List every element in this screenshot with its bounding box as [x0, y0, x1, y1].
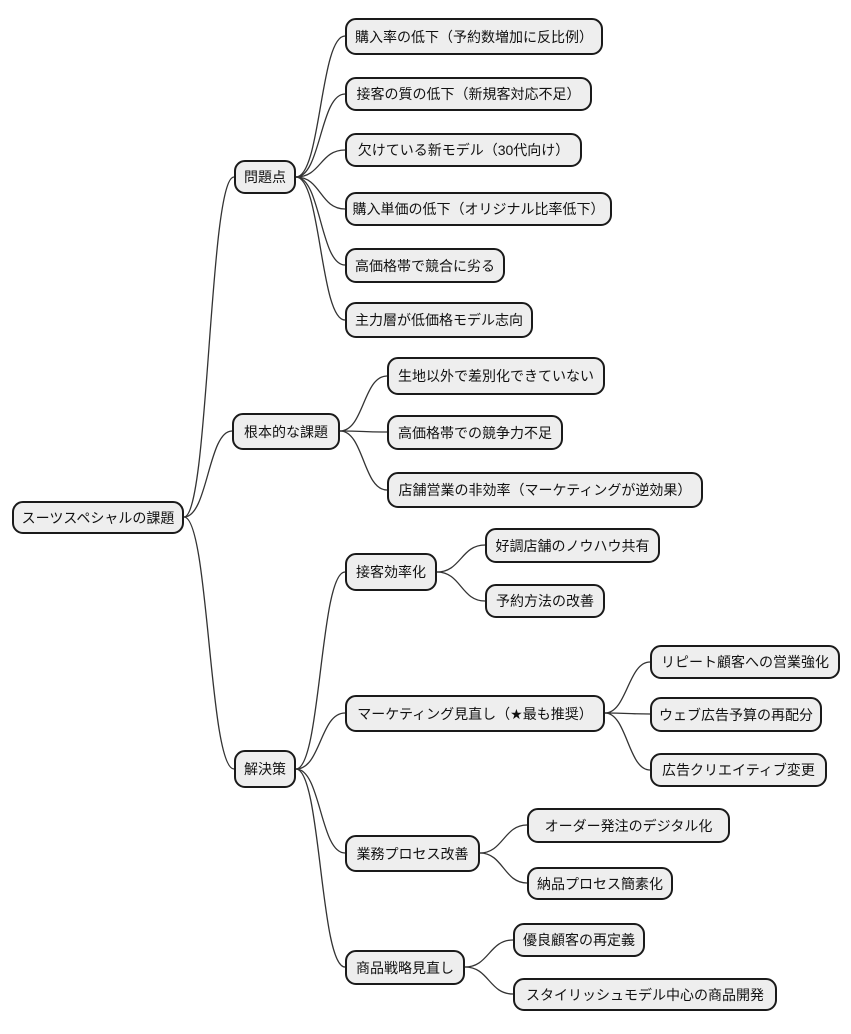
node-label: リピート顧客への営業強化: [661, 654, 829, 670]
node-label: 主力層が低価格モデル志向: [355, 312, 523, 328]
edge-causes-2: [339, 430, 388, 433]
node-label: 接客の質の低下（新規客対応不足）: [356, 86, 581, 102]
node-core-customers-prefer-low-price[interactable]: 主力層が低価格モデル志向: [345, 302, 533, 338]
edge-root-solutions: [183, 516, 235, 770]
node-label: 高価格帯での競争力不足: [398, 424, 552, 441]
edge-problems-6: [295, 176, 346, 321]
node-redefine-premium-customers[interactable]: 優良顧客の再定義: [513, 923, 645, 957]
node-label: 優良顧客の再定義: [523, 932, 635, 948]
node-missing-new-model[interactable]: 欠けている新モデル（30代向け）: [345, 133, 582, 167]
node-digitize-order-placement[interactable]: オーダー発注のデジタル化: [527, 808, 730, 843]
edge-problems-3: [295, 149, 346, 178]
node-label: 解決策: [244, 761, 286, 777]
node-label: スタイリッシュモデル中心の商品開発: [526, 986, 764, 1003]
node-strengthen-repeat-customer-sales[interactable]: リピート顧客への営業強化: [650, 645, 840, 679]
node-label: 根本的な課題: [244, 423, 328, 440]
node-label: スーツスペシャルの課題: [21, 509, 175, 526]
edge-problems-1: [295, 35, 346, 178]
node-losing-in-high-price-range[interactable]: 高価格帯で競合に劣る: [345, 248, 505, 283]
node-label: 好調店舗のノウハウ共有: [495, 537, 650, 554]
edge-solutions-4: [295, 768, 346, 968]
node-no-differentiation-beyond-fabric[interactable]: 生地以外で差別化できていない: [387, 357, 605, 395]
node-service-efficiency[interactable]: 接客効率化: [345, 553, 437, 591]
node-marketing-review-recommended[interactable]: マーケティング見直し（★最も推奨）: [345, 695, 605, 732]
edge-problems-2: [295, 93, 346, 178]
node-simplify-delivery-process[interactable]: 納品プロセス簡素化: [527, 867, 673, 900]
node-label: 接客効率化: [356, 564, 426, 580]
edge-problems-4: [295, 176, 346, 210]
node-label: 生地以外で差別化できていない: [398, 368, 594, 384]
node-business-process-improvement[interactable]: 業務プロセス改善: [345, 835, 480, 872]
node-label: 商品戦略見直し: [356, 959, 454, 976]
node-root-suit-special-issues[interactable]: スーツスペシャルの課題: [12, 501, 184, 534]
node-label: 予約方法の改善: [496, 593, 594, 609]
node-share-successful-store-knowhow[interactable]: 好調店舗のノウハウ共有: [485, 528, 660, 563]
node-label: 高価格帯で競合に劣る: [355, 257, 495, 274]
edge-process-2: [479, 852, 528, 884]
node-label: オーダー発注のデジタル化: [544, 817, 713, 834]
node-problems[interactable]: 問題点: [234, 160, 296, 194]
node-purchase-rate-decline[interactable]: 購入率の低下（予約数増加に反比例）: [345, 18, 603, 55]
node-label: ウェブ広告予算の再配分: [659, 706, 813, 723]
node-root-causes[interactable]: 根本的な課題: [232, 413, 340, 450]
edge-product-2: [464, 966, 514, 995]
edge-service-1: [436, 544, 486, 573]
node-label: 購入率の低下（予約数増加に反比例）: [355, 28, 593, 45]
edge-root-causes: [183, 430, 233, 518]
node-label: 購入単価の低下（オリジナル比率低下）: [352, 201, 605, 217]
edge-problems-5: [295, 176, 346, 266]
node-stylish-model-product-development[interactable]: スタイリッシュモデル中心の商品開発: [513, 978, 777, 1011]
node-lack-of-competitiveness-high-price[interactable]: 高価格帯での競争力不足: [387, 415, 563, 450]
node-change-ad-creative[interactable]: 広告クリエイティブ変更: [650, 753, 827, 787]
edge-marketing-1: [604, 661, 651, 714]
node-reallocate-web-ad-budget[interactable]: ウェブ広告予算の再配分: [650, 697, 822, 732]
edge-solutions-3: [295, 768, 346, 854]
edge-solutions-2: [295, 712, 346, 770]
node-improve-booking-method[interactable]: 予約方法の改善: [485, 584, 605, 618]
edge-causes-3: [339, 430, 388, 491]
node-label: マーケティング見直し（★最も推奨）: [357, 705, 593, 722]
node-service-quality-decline[interactable]: 接客の質の低下（新規客対応不足）: [345, 77, 592, 111]
edge-process-1: [479, 824, 528, 854]
node-label: 納品プロセス簡素化: [537, 875, 663, 892]
node-label: 広告クリエイティブ変更: [662, 762, 815, 778]
node-label: 業務プロセス改善: [356, 845, 469, 862]
edge-service-2: [436, 571, 486, 602]
node-label: 問題点: [244, 169, 286, 185]
edge-marketing-3: [604, 712, 651, 771]
node-solutions[interactable]: 解決策: [234, 750, 296, 788]
edge-causes-1: [339, 375, 388, 432]
edge-product-1: [464, 939, 514, 968]
node-product-strategy-review[interactable]: 商品戦略見直し: [345, 950, 465, 985]
node-unit-price-decline[interactable]: 購入単価の低下（オリジナル比率低下）: [345, 192, 612, 226]
node-inefficient-store-sales[interactable]: 店舗営業の非効率（マーケティングが逆効果）: [387, 472, 703, 508]
edge-marketing-2: [604, 712, 651, 715]
edge-root-problems: [183, 176, 235, 518]
node-label: 欠けている新モデル（30代向け）: [357, 142, 570, 158]
node-label: 店舗営業の非効率（マーケティングが逆効果）: [398, 482, 692, 498]
edge-solutions-1: [295, 571, 346, 770]
